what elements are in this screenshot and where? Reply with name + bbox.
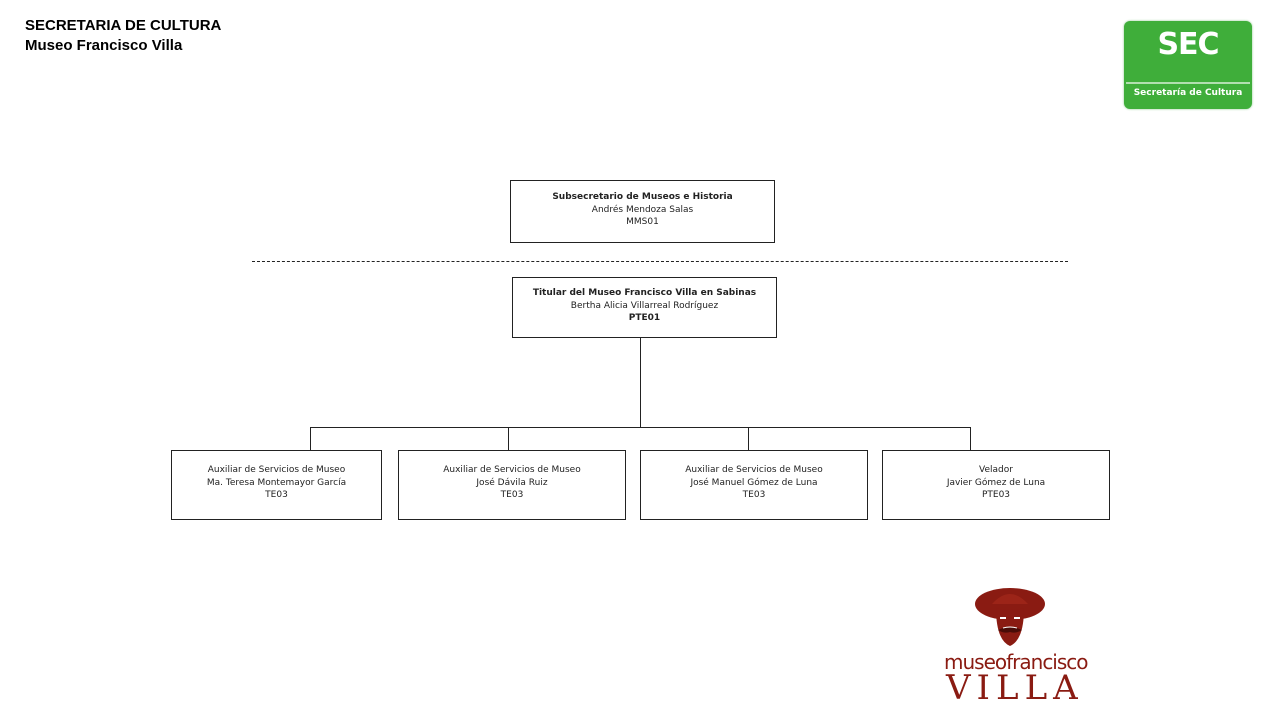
org-box-code: PTE01 — [628, 313, 661, 323]
connector-vertical-main — [640, 338, 641, 428]
sec-logo-text: Secretaría de Cultura — [1133, 88, 1243, 98]
museum-title: Museo Francisco Villa — [25, 37, 183, 54]
org-box-title: Titular del Museo Francisco Villa en Sab… — [532, 288, 757, 298]
org-box-person: Javier Gómez de Luna — [946, 477, 1046, 488]
org-box-title: Auxiliar de Servicios de Museo — [685, 465, 823, 475]
org-title: SECRETARIA DE CULTURA — [25, 17, 222, 34]
org-box-code: TE03 — [500, 490, 524, 500]
org-box-staff: Auxiliar de Servicios de Museo José Manu… — [640, 450, 868, 520]
org-box-person: José Manuel Gómez de Luna — [690, 477, 818, 488]
connector-drop-1 — [310, 427, 311, 451]
connector-drop-2 — [508, 427, 509, 451]
connector-horizontal — [310, 427, 971, 428]
villa-portrait-icon — [975, 588, 1045, 646]
museum-logo: museofrancisco VILLA — [940, 582, 1089, 712]
org-box-code: MMS01 — [626, 217, 659, 227]
org-box-code: PTE03 — [981, 490, 1011, 500]
sec-logo-acronym: SEC — [1157, 27, 1219, 62]
org-box-title: Auxiliar de Servicios de Museo — [207, 465, 346, 475]
org-box-title: Auxiliar de Servicios de Museo — [443, 465, 581, 475]
page-header: SECRETARIA DE CULTURA Museo Francisco Vi… — [25, 16, 221, 56]
org-box-code: TE03 — [742, 490, 766, 500]
org-box-title: Velador — [979, 465, 1013, 475]
org-box-staff: Auxiliar de Servicios de Museo Ma. Teres… — [171, 450, 382, 520]
sec-logo-divider — [1126, 82, 1250, 84]
museum-logo-bottom-text: VILLA — [946, 668, 1084, 708]
org-box-person: Andrés Mendoza Salas — [591, 204, 694, 215]
connector-drop-3 — [748, 427, 749, 451]
org-box-titular: Titular del Museo Francisco Villa en Sab… — [512, 277, 777, 338]
org-box-person: José Dávila Ruiz — [476, 477, 548, 488]
museum-logo-top-text: museofrancisco — [944, 650, 1089, 674]
org-box-code: TE03 — [265, 490, 288, 500]
org-box-subsecretario: Subsecretario de Museos e Historia André… — [510, 180, 775, 243]
sec-logo: SEC Secretaría de Cultura — [1124, 21, 1252, 109]
org-box-title: Subsecretario de Museos e Historia — [552, 192, 733, 202]
org-box-staff: Velador Javier Gómez de Luna PTE03 — [882, 450, 1110, 520]
org-box-staff: Auxiliar de Servicios de Museo José Dávi… — [398, 450, 626, 520]
org-box-person: Bertha Alicia Villarreal Rodríguez — [570, 300, 719, 311]
connector-drop-4 — [970, 427, 971, 451]
org-box-person: Ma. Teresa Montemayor García — [206, 477, 347, 488]
dashed-separator — [252, 261, 1068, 262]
